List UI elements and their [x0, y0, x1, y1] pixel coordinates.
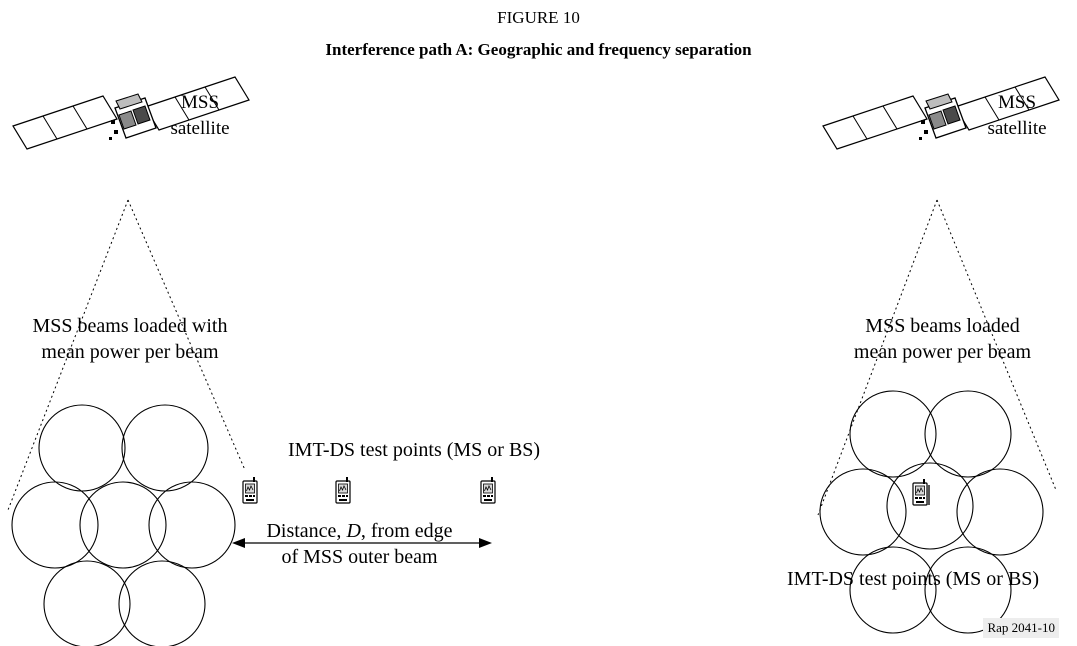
distance-symbol: D [346, 520, 361, 542]
distance-arrow [232, 538, 492, 548]
right-beam-footprint-lines [817, 199, 1057, 516]
right-satellite-label: MSS satellite [972, 90, 1062, 142]
right-satellite-label-line2: satellite [987, 118, 1047, 139]
right-beam-label: MSS beams loaded mean power per beam [850, 313, 1035, 365]
beam-cell [148, 481, 236, 569]
beam-cell [956, 468, 1044, 556]
right-beam-label-line2: mean power per beam [853, 341, 1032, 363]
figure-reference: Rap 2041-10 [983, 618, 1059, 638]
left-satellite-label-line1: MSS [180, 92, 220, 113]
left-test-points [242, 476, 496, 504]
beam-cell [849, 390, 937, 478]
left-beam-label-line2: mean power per beam [41, 341, 219, 363]
beam-cell [38, 404, 126, 492]
terminal-icon [912, 478, 928, 506]
left-satellite-label-line2: satellite [170, 118, 230, 139]
figure-title: Interference path A: Geographic and freq… [325, 40, 752, 59]
left-satellite-label: MSS satellite [155, 90, 245, 142]
terminal-icon [242, 476, 258, 504]
terminal-shadow [927, 485, 930, 505]
beam-cell [11, 481, 99, 569]
distance-suffix: , from edge [360, 520, 453, 542]
beam-cell [924, 390, 1012, 478]
beam-cell [43, 560, 131, 646]
figure-label: FIGURE 10 [497, 8, 580, 27]
terminal-icon [480, 476, 496, 504]
right-beam-cells [819, 390, 1044, 634]
distance-prefix: Distance, [266, 520, 347, 542]
beam-cell [886, 462, 974, 550]
beam-cell [924, 546, 1012, 634]
beam-cell [118, 560, 206, 646]
right-satellite-label-line1: MSS [997, 92, 1037, 113]
distance-label-line1: Distance, D, from edge [247, 520, 472, 543]
left-beam-label-line1: MSS beams loaded with [32, 315, 228, 337]
beam-cell [79, 481, 167, 569]
beam-cell [849, 546, 937, 634]
beam-cell [819, 468, 907, 556]
left-beam-cells [11, 404, 236, 646]
distance-label-line2: of MSS outer beam [281, 546, 438, 568]
right-test-points-label: IMT-DS test points (MS or BS) [787, 568, 1040, 590]
left-test-points-label: IMT-DS test points (MS or BS) [288, 439, 541, 461]
terminal-icon [335, 476, 351, 504]
left-beam-label: MSS beams loaded with mean power per bea… [5, 313, 255, 365]
right-test-points [912, 478, 930, 506]
left-beam-footprint-lines [7, 199, 246, 511]
beam-cell [121, 404, 209, 492]
right-beam-label-line1: MSS beams loaded [865, 315, 1020, 337]
